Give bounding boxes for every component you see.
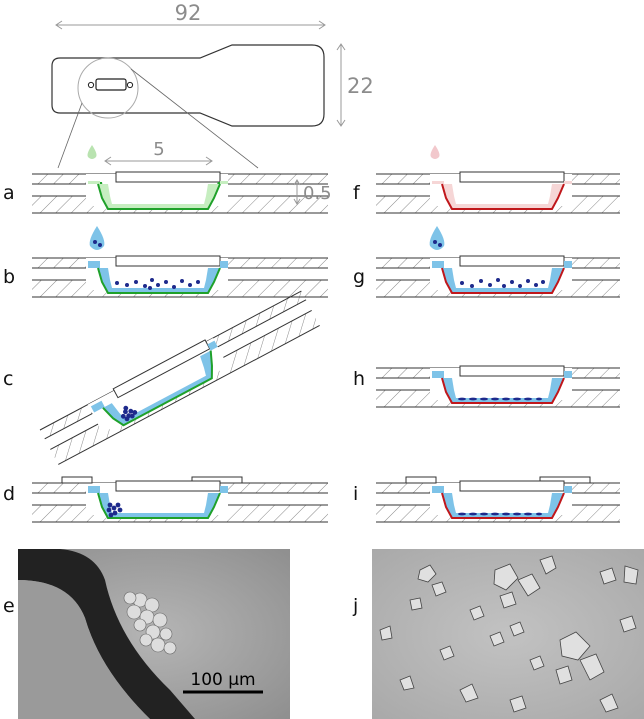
channel-edge (18, 549, 195, 719)
panel-g: g (353, 226, 644, 298)
dim-length-label: 92 (175, 1, 202, 25)
panel-b: b (3, 226, 328, 298)
cells-j (379, 555, 639, 713)
panel-label-j: j (352, 595, 358, 617)
dim-width-label: 22 (347, 74, 374, 98)
dim-channel-label: 5 (153, 139, 164, 160)
scale-bar-label: 100 µm (190, 670, 255, 690)
panel-label-h: h (353, 368, 365, 390)
panel-label-i: i (353, 483, 358, 505)
panel-label-g: g (353, 266, 365, 288)
panel-label-a: a (3, 182, 15, 204)
panel-e: e 100 µm (3, 549, 290, 719)
panel-d: d (3, 476, 328, 523)
panel-f: f (353, 145, 644, 214)
cell-cluster-e (123, 591, 177, 655)
cell-drop-b (89, 226, 105, 250)
panel-label-c: c (3, 368, 13, 390)
panel-i: i (353, 476, 644, 523)
panel-label-f: f (353, 182, 361, 204)
panel-j: j (352, 549, 644, 719)
panel-h: h (353, 365, 644, 408)
panel-c: c (3, 290, 320, 465)
chip-overview: 92 22 (51, 1, 374, 169)
chip-outline (51, 44, 325, 127)
panel-label-d: d (3, 483, 15, 505)
panel-label-e: e (3, 595, 15, 617)
panel-a: a 5 0.5 (3, 139, 332, 214)
dim-depth-label: 0.5 (303, 183, 332, 204)
panel-label-b: b (3, 266, 15, 288)
